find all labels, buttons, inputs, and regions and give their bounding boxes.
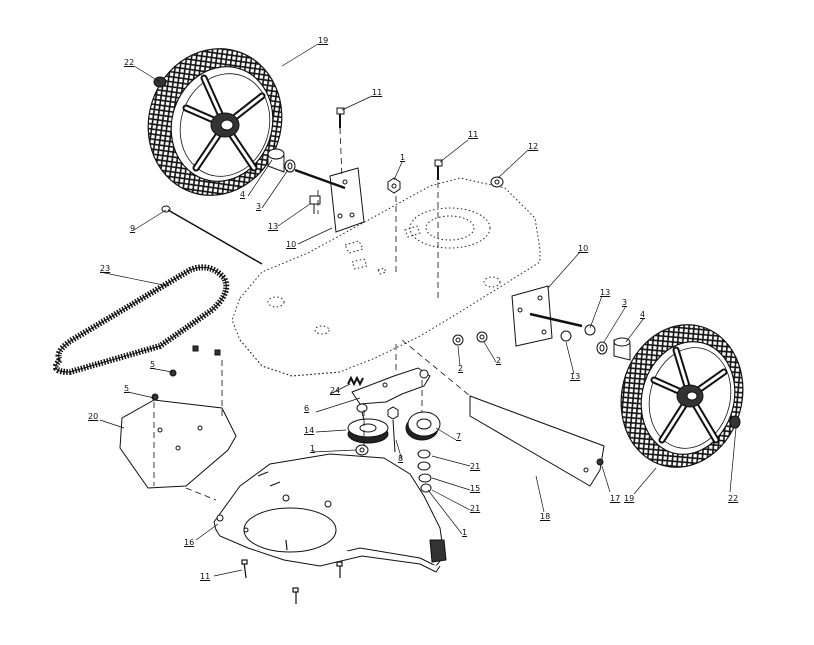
wheel-right [620, 324, 744, 468]
callout-1-nut-low: 1 [462, 528, 468, 537]
bracket-left [294, 167, 365, 233]
cutter-housing-16 [213, 453, 447, 573]
nut-22-right [729, 415, 741, 429]
bolt-11-b [434, 159, 443, 180]
callout-11-bolt-a: 11 [372, 88, 383, 97]
callout-14-pulley: 14 [304, 426, 315, 435]
spacer-right [584, 324, 631, 361]
callout-10-bracket-right: 10 [578, 244, 589, 253]
washer-12 [490, 176, 504, 188]
bolts-5 [151, 345, 221, 401]
assembly-lines [153, 127, 471, 501]
mower-deck [231, 177, 541, 377]
callout-13-bolt-right-b: 13 [570, 372, 581, 381]
callout-9-rod: 9 [130, 224, 136, 233]
callout-2-nut-b: 2 [496, 356, 502, 365]
callout-19-left-wheel: 19 [318, 36, 329, 45]
callout-23-belt: 23 [100, 264, 111, 273]
callout-5-bolt-b: 5 [124, 384, 130, 393]
callout-13-bolt-left: 13 [268, 222, 279, 231]
callout-1-nut-mid: 1 [310, 444, 316, 453]
callout-5-bolt-a: 5 [150, 360, 156, 369]
rod-9 [161, 205, 263, 265]
callout-8-bolt: 8 [398, 454, 404, 463]
bolts-11-lower [241, 539, 343, 604]
callout-22-left-nut: 22 [124, 58, 135, 67]
callout-24-spring: 24 [330, 386, 341, 395]
callout-19-right-wheel: 19 [624, 494, 635, 503]
callout-7-pulley: 7 [456, 432, 462, 441]
bolt-17 [596, 458, 604, 466]
callout-2-nut-a: 2 [458, 364, 464, 373]
callout-13-bolt-right-a: 13 [600, 288, 611, 297]
callout-6-idler-arm: 6 [304, 404, 310, 413]
belt-cover-20 [119, 399, 237, 489]
callout-4-spacer-right: 4 [640, 310, 646, 319]
nuts-2 [452, 330, 572, 346]
spacer-left [267, 148, 296, 173]
pulley-7 [405, 411, 441, 441]
bracket-right [511, 285, 583, 347]
nut-1-top [387, 177, 401, 194]
callout-4-spacer-left: 4 [240, 190, 246, 199]
callout-12-washer: 12 [528, 142, 539, 151]
leader-lines [99, 43, 737, 577]
washers-21-15 [417, 449, 432, 493]
callout-3-washer-left: 3 [256, 202, 262, 211]
plate-18 [469, 395, 605, 487]
callout-11-bolt-lower: 11 [200, 572, 211, 581]
callout-20-belt-cover: 20 [88, 412, 99, 421]
pulley-14 [347, 403, 389, 444]
callout-3-washer-right: 3 [622, 298, 628, 307]
callout-11-bolt-b: 11 [468, 130, 479, 139]
wheel-left [147, 48, 283, 196]
callout-22-right-nut: 22 [728, 494, 739, 503]
callout-21-washer-b: 21 [470, 504, 481, 513]
nut-1-mid [355, 444, 369, 456]
callout-16-housing: 16 [184, 538, 195, 547]
belt-23 [52, 264, 230, 376]
callout-1-nut-top: 1 [400, 153, 406, 162]
callout-10-bracket-left: 10 [286, 240, 297, 249]
callout-21-washer-a: 21 [470, 462, 481, 471]
bolt-11-a [336, 107, 345, 128]
callout-18-plate: 18 [540, 512, 551, 521]
bolt-left-13 [309, 195, 321, 214]
callout-17-bolt: 17 [610, 494, 621, 503]
callout-15-washer: 15 [470, 484, 481, 493]
bolt-8 [387, 406, 399, 453]
idler-arm-6 [351, 367, 431, 405]
spring-24 [347, 375, 364, 387]
